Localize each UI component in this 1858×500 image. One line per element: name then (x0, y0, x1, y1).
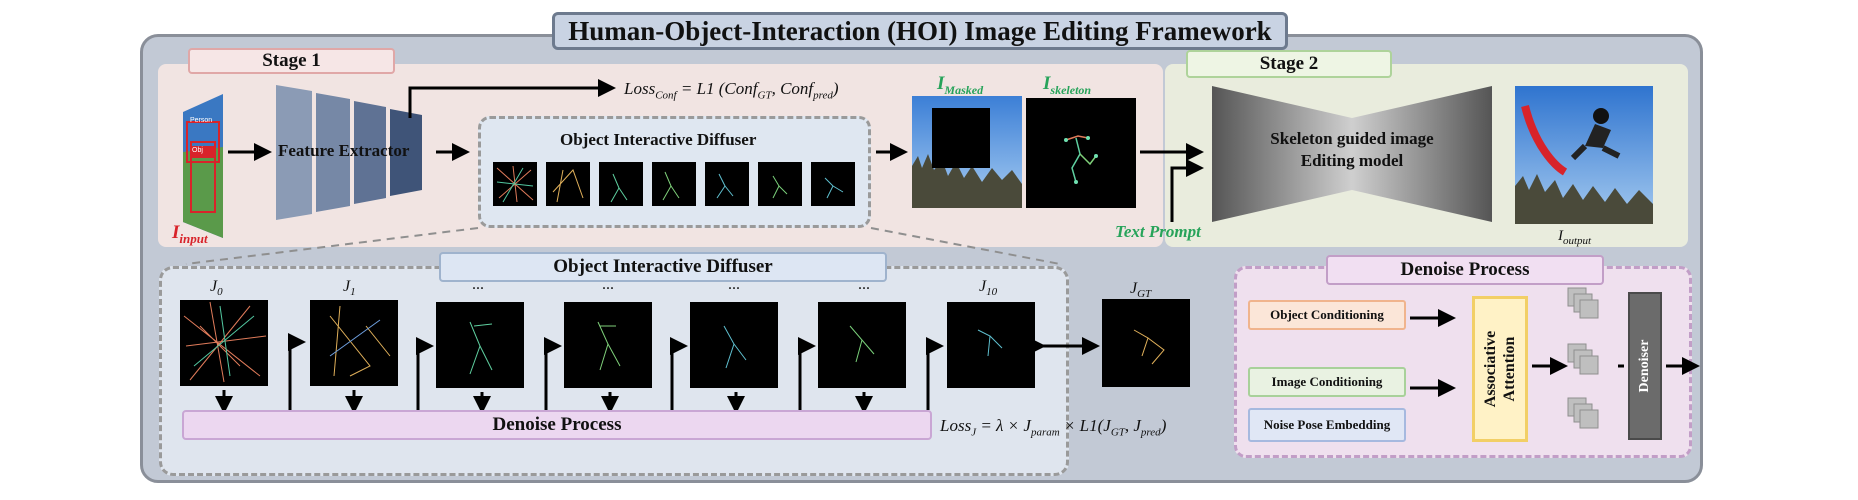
diffuser-large-title: Object Interactive Diffuser (439, 252, 887, 282)
steps-row: J0 J1 ... ... ... ... J10 JGT (180, 276, 1200, 426)
masked-image (912, 96, 1022, 208)
feature-extractor-label: Feature Extractor (278, 141, 410, 160)
framework-title: Human-Object-Interaction (HOI) Image Edi… (552, 12, 1288, 50)
input-person-tag: Person (190, 117, 213, 124)
loss-conf-formula: LossConf = L1 (ConfGT, Confpred) (624, 79, 839, 102)
feature-stack (1566, 286, 1616, 436)
step-label: ... (858, 276, 870, 293)
input-obj-tag: Obj (192, 147, 203, 154)
stage1-label: Stage 1 (188, 48, 395, 74)
editing-model-shape (1212, 86, 1492, 222)
step-label: J10 (979, 278, 998, 299)
step-label: ... (728, 276, 740, 293)
associative-attention-box: Associative Attention (1472, 296, 1528, 442)
diffuser-small-title: Object Interactive Diffuser (560, 130, 757, 149)
step-frames (180, 296, 1200, 436)
denoiser-label: Denoiser (1637, 339, 1652, 393)
denoise-bar: Denoise Process (182, 410, 932, 440)
noise-pose-embedding-box: Noise Pose Embedding (1248, 408, 1406, 442)
diffuser-small-frames (493, 162, 863, 208)
image-conditioning-box: Image Conditioning (1248, 367, 1406, 397)
loss-j-formula: LossJ = λ × Jparam × L1(JGT, Jpred) (940, 416, 1167, 439)
stage2-label: Stage 2 (1186, 50, 1392, 78)
i-input-label: Iinput (172, 222, 208, 246)
i-skeleton-label: Iskeleton (1043, 73, 1092, 97)
output-image (1515, 86, 1653, 224)
step-arrows (150, 280, 1230, 440)
step-label: J0 (210, 278, 223, 299)
skeleton-image (1026, 98, 1136, 208)
object-conditioning-box: Object Conditioning (1248, 300, 1406, 330)
step-label: JGT (1130, 280, 1152, 301)
step-label: J1 (343, 278, 356, 299)
denoiser-box: Denoiser (1628, 292, 1662, 440)
denoise-panel-title: Denoise Process (1326, 255, 1604, 285)
feature-extractor-layers (272, 85, 432, 220)
editing-model-label: Skeleton guided image Editing model (1270, 129, 1434, 170)
input-image (177, 92, 223, 238)
associative-attention-label: Associative Attention (1482, 330, 1518, 408)
step-label: ... (472, 276, 484, 293)
i-output-label: Ioutput (1558, 228, 1592, 247)
step-label: ... (602, 276, 614, 293)
text-prompt-label: Text Prompt (1115, 222, 1201, 241)
i-masked-label: IMasked (937, 73, 984, 97)
